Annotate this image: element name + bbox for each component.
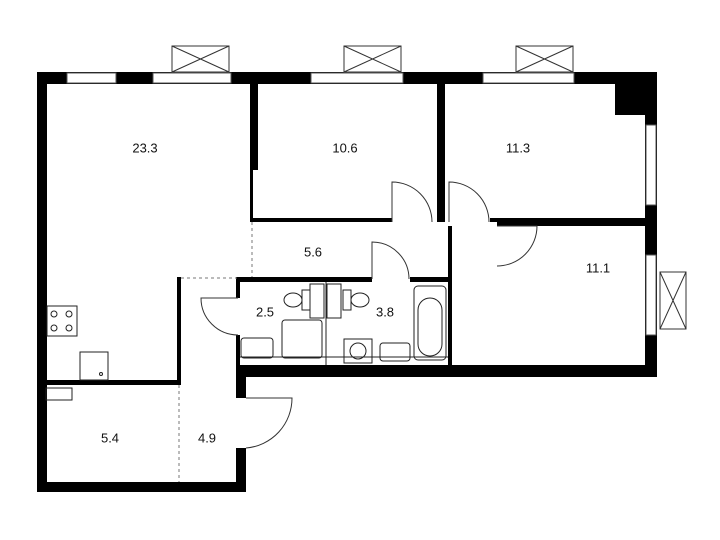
fixtures — [45, 282, 448, 401]
doors — [200, 181, 538, 449]
room-area-label: 4.9 — [197, 430, 217, 446]
room-area-label: 2.5 — [255, 304, 275, 320]
dashed-partitions — [178, 222, 253, 482]
room-area-label: 11.1 — [585, 260, 611, 276]
room-area-label: 23.3 — [132, 140, 158, 156]
room-area-label: 10.6 — [332, 140, 358, 156]
ventilation-units — [171, 45, 687, 330]
walls — [37, 72, 657, 492]
room-area-label: 5.6 — [303, 244, 323, 260]
room-area-label: 5.4 — [100, 430, 120, 446]
windows — [66, 72, 657, 336]
room-area-label: 3.8 — [375, 304, 395, 320]
room-area-label: 11.3 — [505, 140, 531, 156]
